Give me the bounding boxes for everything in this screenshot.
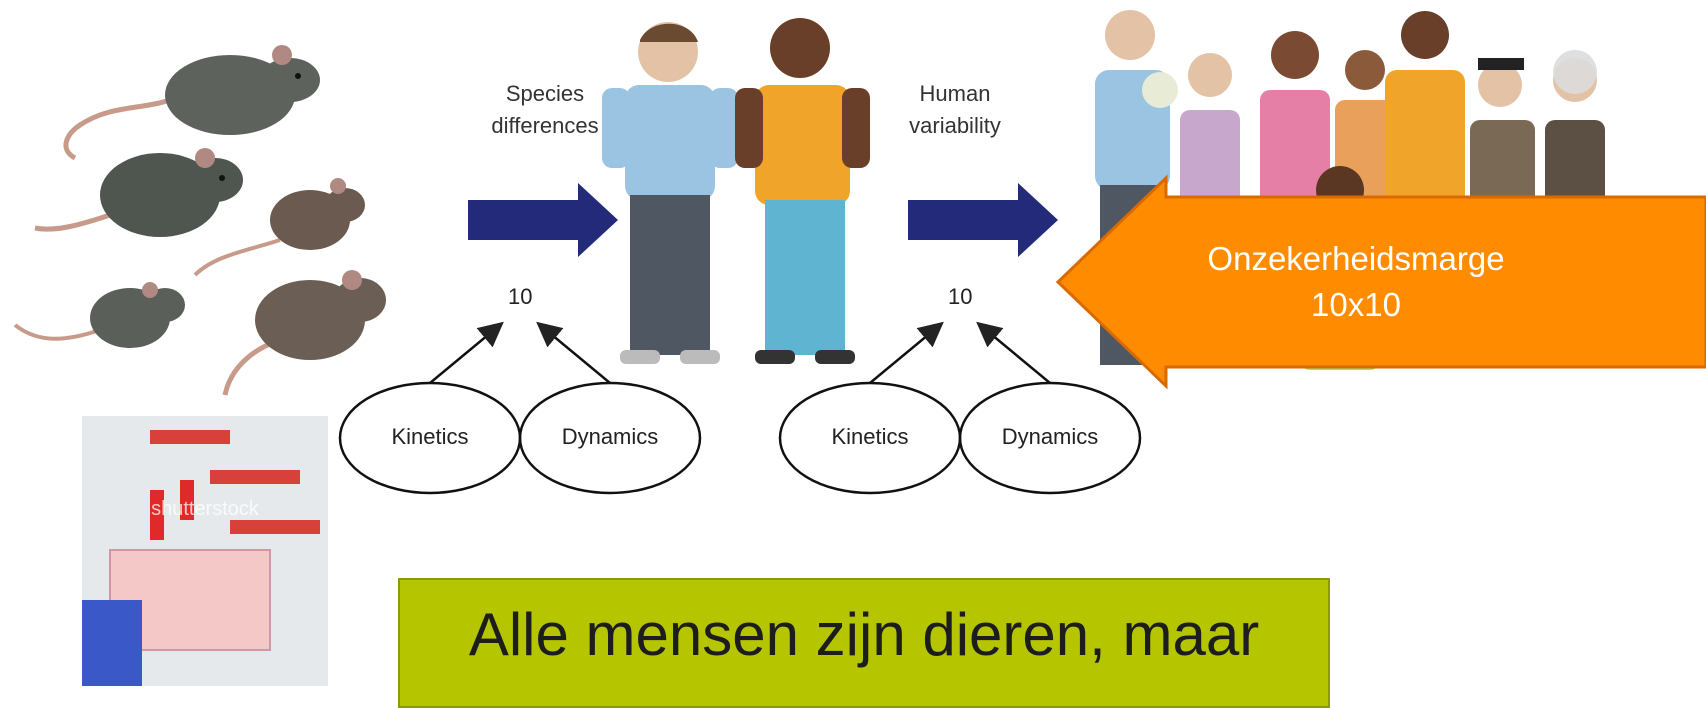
two-adults-illustration — [602, 18, 870, 364]
cell-culture-photo: shutterstock — [82, 416, 328, 686]
factor-species: 10 — [508, 284, 533, 309]
arrow-dynamics-to-factor-1 — [536, 321, 611, 384]
kinetics-label-1: Kinetics — [391, 424, 469, 449]
rodents-illustration — [13, 45, 386, 396]
arrow-species-to-human — [468, 183, 618, 257]
arrow-shaft — [468, 200, 580, 240]
human-variability-label: Human variability — [909, 81, 1001, 138]
arrow-head — [1018, 183, 1058, 257]
arrow-kinetics-to-factor-1 — [429, 321, 504, 384]
arrow-dynamics-to-factor-2 — [976, 321, 1051, 384]
diagram-canvas: shutterstock — [13, 10, 1706, 708]
bottom-statement-text: Alle mensen zijn dieren, maar — [468, 601, 1260, 668]
uncertainty-margin-label: Onzekerheidsmarge 10x10 — [1207, 240, 1505, 324]
arrow-head — [578, 183, 618, 257]
uncertainty-margin-arrow — [1055, 174, 1706, 390]
arrow-shaft — [908, 200, 1020, 240]
bottom-statement-box: Alle mensen zijn dieren, maar — [398, 578, 1330, 708]
factor-human: 10 — [948, 284, 973, 309]
arrow-human-to-population — [908, 183, 1058, 257]
dynamics-label-2: Dynamics — [1001, 424, 1099, 449]
photo-watermark: shutterstock — [151, 498, 260, 520]
species-differences-label: Species differences — [491, 81, 599, 138]
dynamics-label-1: Dynamics — [561, 424, 659, 449]
kinetics-label-2: Kinetics — [831, 424, 909, 449]
arrow-kinetics-to-factor-2 — [869, 321, 944, 384]
